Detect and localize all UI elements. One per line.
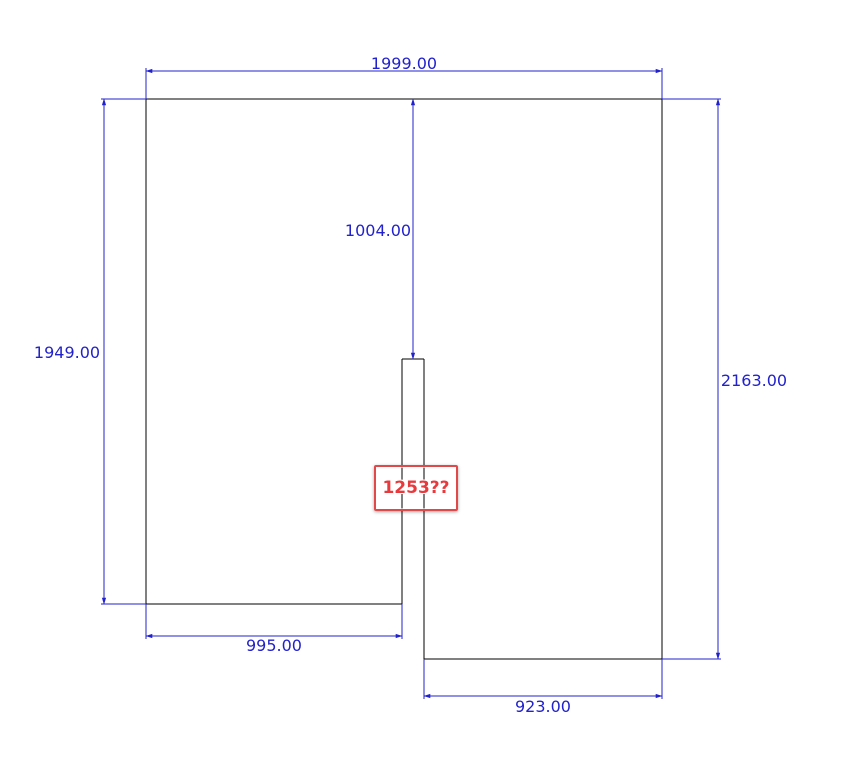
dimension-lines	[101, 68, 721, 699]
extension-lines	[101, 68, 721, 699]
dim-label-bottom-left-width: 995.00	[246, 636, 302, 655]
annotation-callout: 1253??	[374, 465, 458, 511]
outline	[145, 98, 663, 660]
dim-label-right-height: 2163.00	[721, 371, 787, 390]
dim-label-left-height: 1949.00	[34, 343, 100, 362]
dim-label-divider-depth: 1004.00	[345, 221, 411, 240]
dim-label-top-width: 1999.00	[371, 54, 437, 73]
dim-label-bottom-right-width: 923.00	[515, 697, 571, 716]
annotation-callout-text: 1253??	[382, 478, 450, 498]
